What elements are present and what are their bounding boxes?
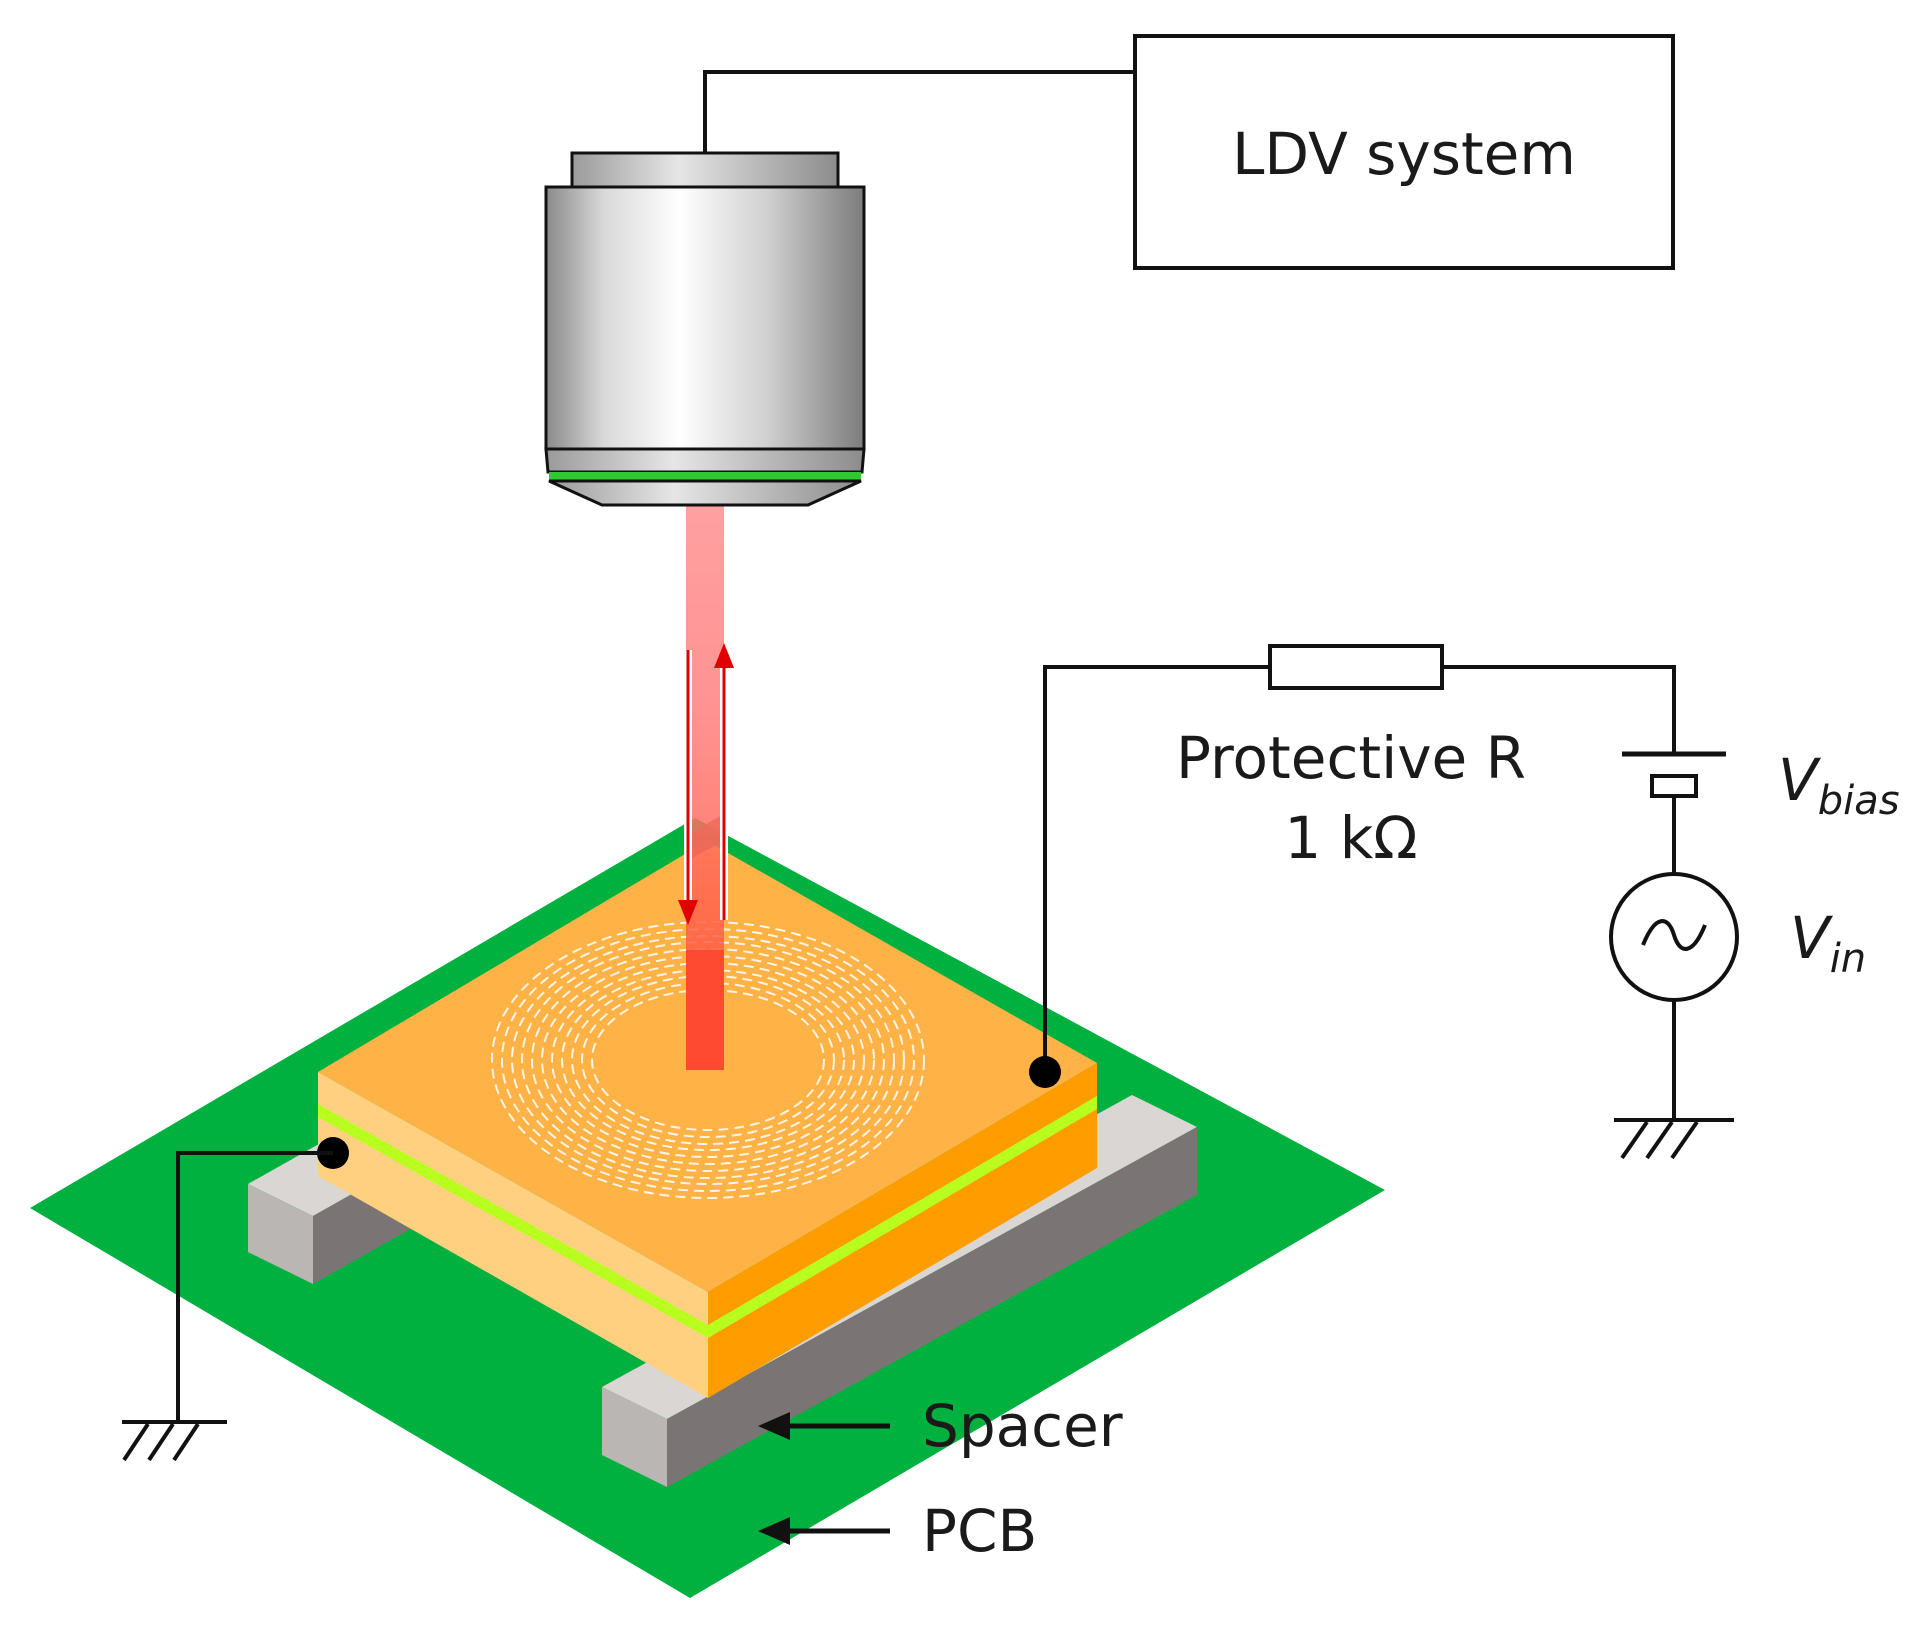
protective-resistor — [1268, 644, 1444, 690]
top-electrode-contact — [1029, 1056, 1061, 1088]
laser-beam-upper — [686, 505, 724, 965]
v-bias-label: Vbias — [1778, 746, 1900, 824]
ldv-system-label: LDV system — [1232, 120, 1576, 188]
ldv-system-box — [1133, 34, 1675, 270]
pcb-pointer-arrow — [758, 1517, 890, 1545]
laser-arrows — [678, 643, 734, 925]
ldv-cable — [703, 70, 1135, 153]
v-in-subscript: in — [1830, 936, 1866, 982]
ground-icon-left — [122, 1420, 227, 1462]
electrode-layer-right — [708, 1096, 1097, 1338]
resistor-to-source-wire — [1442, 665, 1676, 754]
objective-lens — [544, 151, 866, 507]
ac-source — [1609, 872, 1739, 1120]
laser-beam-spot — [686, 950, 724, 1070]
ground-icon-right — [1614, 1118, 1734, 1160]
v-in-label: Vin — [1790, 904, 1866, 982]
v-bias-main: V — [1778, 746, 1822, 814]
v-bias-subscript: bias — [1818, 778, 1900, 824]
pcb-label: PCB — [922, 1497, 1037, 1565]
v-in-main: V — [1790, 904, 1834, 972]
bottom-electrode-wire — [176, 1151, 333, 1422]
resistance-value-label: 1 kΩ — [1284, 804, 1417, 872]
device-right-face — [708, 1063, 1097, 1398]
protective-r-label: Protective R — [1176, 724, 1526, 792]
device-left-face — [318, 1072, 708, 1398]
spacer-label: Spacer — [922, 1392, 1123, 1460]
electrode-layer-left — [318, 1104, 708, 1338]
ring-pattern — [491, 921, 925, 1199]
bias-battery — [1622, 751, 1726, 873]
spacer-pointer-arrow — [758, 1412, 890, 1440]
top-electrode-wire — [1043, 665, 1270, 1070]
sine-wave-icon — [1641, 919, 1707, 951]
